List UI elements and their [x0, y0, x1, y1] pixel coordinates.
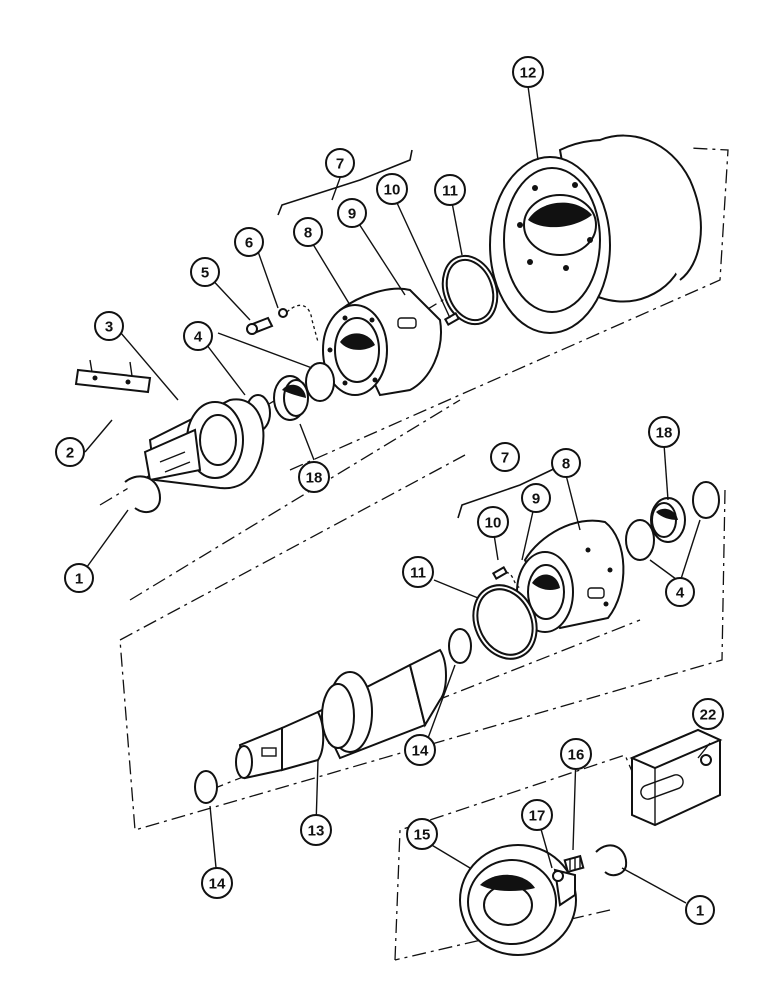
svg-text:12: 12: [520, 65, 537, 82]
svg-text:10: 10: [485, 515, 502, 532]
svg-text:8: 8: [304, 225, 312, 242]
callout-10-lower: 10: [477, 506, 509, 538]
o-ring-part-4-lower-b: [692, 481, 720, 519]
svg-text:4: 4: [194, 329, 203, 346]
callout-4-upper: 4: [183, 321, 213, 351]
o-ring-part-14-upper: [448, 628, 472, 664]
o-ring-part-4-upper-b: [305, 362, 335, 402]
callout-8-upper: 8: [293, 217, 323, 247]
callout-1-lower-left: 1: [64, 563, 94, 593]
svg-text:18: 18: [306, 470, 323, 487]
pin-part-10-lower: [491, 566, 509, 580]
callout-6: 6: [234, 227, 264, 257]
svg-text:7: 7: [336, 156, 344, 173]
o-ring-part-4-lower-a: [625, 519, 655, 561]
svg-text:1: 1: [75, 571, 83, 588]
svg-text:9: 9: [532, 491, 540, 508]
callout-13: 13: [300, 814, 332, 846]
callout-11-lower: 11: [402, 556, 434, 588]
shaft-centerline: [209, 619, 641, 791]
shaft-part-13: [235, 648, 447, 780]
bar-part-2: [74, 359, 152, 394]
callout-14-lower: 14: [201, 867, 233, 899]
svg-text:16: 16: [568, 747, 585, 764]
svg-text:10: 10: [384, 182, 401, 199]
svg-text:17: 17: [529, 808, 546, 825]
callout-3: 3: [94, 311, 124, 341]
callout-18-upper: 18: [298, 461, 330, 493]
callout-22: 22: [692, 698, 724, 730]
svg-text:18: 18: [656, 425, 673, 442]
o-ring-part-14-lower: [194, 770, 218, 804]
end-cap-part-15: [459, 844, 577, 956]
svg-text:13: 13: [308, 823, 325, 840]
bushing-part-8-9-lower: [516, 519, 625, 633]
callout-18-lower: 18: [648, 416, 680, 448]
callout-10-upper: 10: [376, 173, 408, 205]
callout-17: 17: [521, 799, 553, 831]
seal-part-18-lower: [650, 497, 686, 543]
svg-text:8: 8: [562, 456, 570, 473]
retainer-part-1-upper: [124, 475, 162, 514]
callout-16: 16: [560, 738, 592, 770]
callout-7-upper: 7: [325, 148, 355, 178]
callout-8-lower: 8: [551, 448, 581, 478]
seal-part-18-upper: [273, 375, 309, 421]
pin-part-10-upper: [443, 312, 461, 326]
upper-boundary-line: [129, 147, 729, 601]
callout-14-upper: 14: [404, 734, 436, 766]
svg-text:1: 1: [696, 903, 704, 920]
callout-15: 15: [406, 818, 438, 850]
housing-part-3: [143, 398, 265, 490]
plug-part-16: [563, 854, 585, 874]
svg-text:7: 7: [501, 450, 509, 467]
bolt-part-5: [246, 316, 274, 335]
callout-9-lower: 9: [521, 483, 551, 513]
group-7-bracket-upper: [277, 149, 413, 216]
callout-12: 12: [512, 56, 544, 88]
washer-part-6: [278, 308, 288, 318]
callout-5: 5: [190, 257, 220, 287]
svg-text:22: 22: [700, 707, 717, 724]
roller-part-12: [489, 134, 702, 334]
svg-text:9: 9: [348, 206, 356, 223]
svg-text:14: 14: [412, 743, 429, 760]
bushing-part-8-9-upper: [322, 287, 442, 397]
svg-text:2: 2: [66, 445, 74, 462]
svg-text:15: 15: [414, 827, 431, 844]
svg-text:4: 4: [676, 585, 685, 602]
retainer-part-1-lower: [595, 844, 628, 877]
svg-text:11: 11: [442, 183, 458, 200]
callout-7-lower: 7: [490, 442, 520, 472]
block-part-22: [629, 728, 723, 827]
callout-4-lower: 4: [665, 577, 695, 607]
callout-1-lower-right: 1: [685, 895, 715, 925]
lower-boundary-line: [119, 454, 726, 831]
svg-text:5: 5: [201, 265, 209, 282]
washer-part-17: [552, 870, 564, 882]
svg-text:6: 6: [245, 235, 253, 252]
svg-text:11: 11: [410, 565, 426, 582]
callout-11-upper: 11: [434, 174, 466, 206]
callout-2: 2: [55, 437, 85, 467]
callout-9-upper: 9: [337, 198, 367, 228]
svg-text:14: 14: [209, 876, 226, 893]
svg-text:3: 3: [105, 319, 113, 336]
